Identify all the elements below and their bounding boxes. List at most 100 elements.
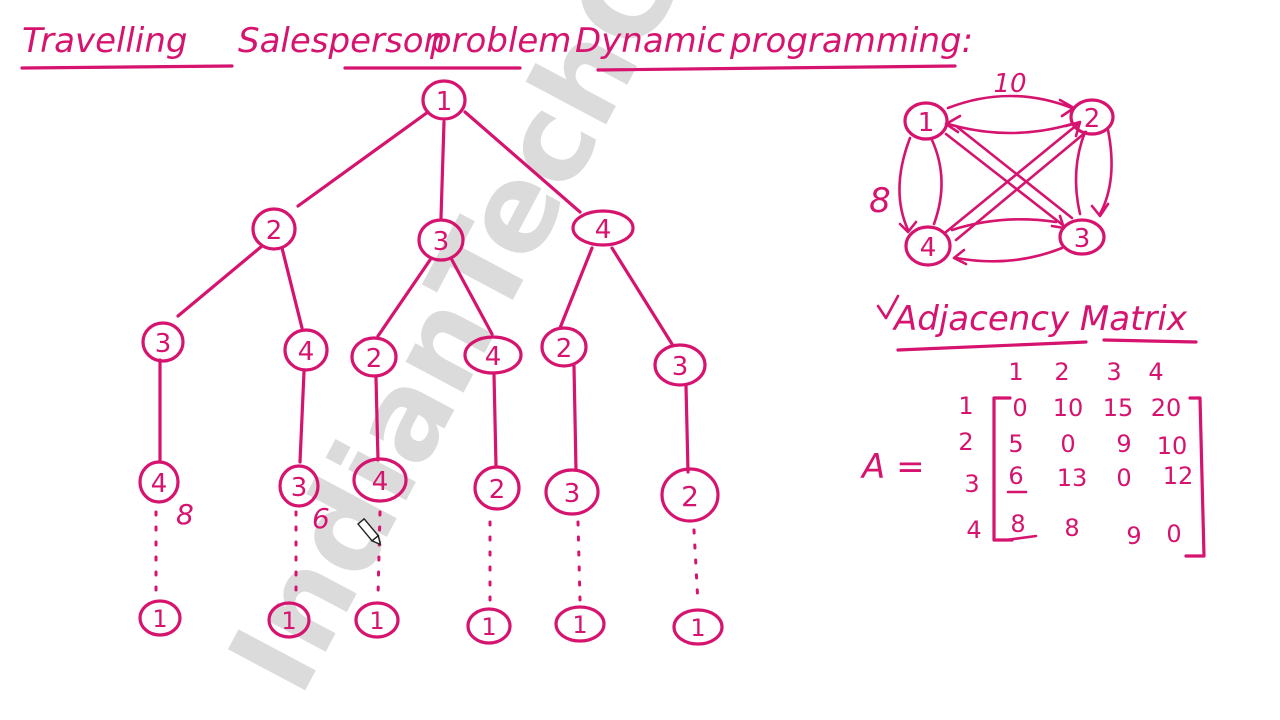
tree-edge bbox=[450, 258, 494, 336]
tree-edge bbox=[572, 364, 578, 472]
tree-node bbox=[544, 468, 600, 516]
title-word-problem: problem bbox=[429, 21, 571, 61]
tree-node bbox=[571, 209, 635, 247]
tree-node bbox=[141, 321, 185, 363]
matrix-heading-underline bbox=[896, 340, 1088, 352]
tree-edge bbox=[176, 244, 264, 318]
graph-edge bbox=[1074, 130, 1087, 216]
matrix-cell: 15 bbox=[1103, 394, 1134, 422]
tree-edge-dotted bbox=[576, 520, 582, 602]
tree-node-label: 1 bbox=[369, 607, 384, 635]
graph-edge bbox=[950, 218, 1058, 232]
tree-edge bbox=[558, 246, 594, 330]
tree-edge bbox=[684, 384, 690, 474]
tree-edge bbox=[492, 372, 498, 468]
matrix-cell: 13 bbox=[1057, 464, 1088, 492]
graph-edge bbox=[944, 132, 1066, 228]
tree-node bbox=[540, 326, 588, 368]
tree-node-label: 1 bbox=[436, 87, 453, 117]
matrix-row-header: 4 bbox=[966, 516, 981, 544]
arrowhead-icon bbox=[1064, 120, 1082, 138]
tree-leaf-node bbox=[672, 608, 724, 646]
tree-edge bbox=[374, 376, 380, 462]
matrix-cell: 10 bbox=[1053, 394, 1084, 422]
matrix-row-header: 1 bbox=[958, 392, 973, 420]
tree-edge bbox=[610, 246, 674, 346]
graph-edge bbox=[954, 124, 1074, 220]
tree-node bbox=[463, 335, 523, 375]
tree-node bbox=[653, 343, 707, 387]
tree-edge-dotted bbox=[376, 510, 382, 598]
checkmark-icon bbox=[876, 294, 900, 320]
matrix-row-header: 3 bbox=[964, 470, 979, 498]
graph-edge bbox=[954, 130, 1088, 242]
graph-edge bbox=[930, 138, 943, 226]
graph-edge-weight: 10 bbox=[993, 69, 1026, 99]
tree-node bbox=[660, 467, 720, 523]
tree-node-label: 3 bbox=[155, 329, 172, 359]
tree-edge bbox=[280, 246, 304, 330]
tree-node-label: 3 bbox=[564, 479, 581, 509]
matrix-cell: 12 bbox=[1163, 462, 1194, 490]
matrix-label: A = bbox=[860, 447, 925, 487]
tree-node bbox=[350, 336, 398, 378]
tree-node-label: 1 bbox=[690, 614, 705, 642]
graph-edge bbox=[946, 122, 1074, 135]
title: Travelling Salesperson problem Dynamic p… bbox=[20, 21, 973, 72]
tree-edge bbox=[463, 110, 582, 214]
tree-edge bbox=[376, 258, 432, 338]
matrix-cell: 5 bbox=[1008, 430, 1023, 458]
path-cost-annotation: 8 bbox=[176, 498, 194, 531]
matrix-cell: 20 bbox=[1151, 394, 1182, 422]
title-underline-3 bbox=[596, 64, 957, 72]
matrix-col-header: 2 bbox=[1054, 358, 1069, 386]
tree-leaf-node bbox=[554, 605, 606, 643]
graph-node bbox=[1058, 218, 1106, 256]
tree-edge bbox=[296, 110, 430, 208]
tree-leaf-node bbox=[267, 601, 311, 639]
matrix-col-header: 4 bbox=[1148, 358, 1163, 386]
tree-node-root bbox=[421, 79, 467, 121]
graph-node bbox=[1069, 98, 1115, 136]
matrix-cell: 0 bbox=[1116, 464, 1131, 492]
tree-node-label: 4 bbox=[595, 215, 612, 245]
tree-node-label: 2 bbox=[681, 480, 699, 513]
tree-node bbox=[138, 460, 180, 504]
tree-nodes: 1 2 3 4 3 4 2 4 2 3 4 3 4 2 3 2 bbox=[138, 79, 724, 646]
tree-leaf-node bbox=[138, 599, 182, 637]
graph-node bbox=[903, 101, 949, 141]
title-word-salesperson: Salesperson bbox=[238, 21, 445, 61]
pencil-cursor-icon bbox=[357, 517, 382, 546]
adjacency-matrix: Adjacency Matrix A = 1 2 3 4 1 2 3 4 0 1… bbox=[860, 294, 1206, 558]
tree-node-label: 3 bbox=[672, 352, 689, 382]
arrowhead-icon bbox=[898, 220, 918, 234]
matrix-cell: 9 bbox=[1126, 522, 1141, 550]
graph-edge bbox=[954, 246, 1064, 263]
graph-node-label: 4 bbox=[920, 233, 937, 263]
matrix-col-header: 1 bbox=[1008, 358, 1023, 386]
matrix-cell: 0 bbox=[1166, 520, 1181, 548]
graph: 1 2 3 4 10 8 bbox=[869, 69, 1115, 267]
tree-node bbox=[417, 218, 465, 262]
matrix-right-bracket bbox=[1184, 396, 1206, 558]
graph-edge bbox=[898, 136, 912, 232]
tree-edges bbox=[154, 110, 700, 606]
graph-edge bbox=[944, 122, 1080, 234]
title-underline-1 bbox=[20, 64, 234, 70]
graph-edge bbox=[946, 94, 1074, 110]
graph-edge-weight: 8 bbox=[869, 181, 891, 221]
cell-underline bbox=[1004, 534, 1038, 542]
graph-node bbox=[904, 225, 952, 267]
tree-leaf-node bbox=[466, 607, 512, 645]
tree-node bbox=[473, 465, 521, 511]
title-word-travelling: Travelling bbox=[22, 21, 187, 61]
tree-edge bbox=[439, 120, 446, 220]
graph-node-label: 2 bbox=[1084, 104, 1101, 134]
matrix-col-header: 3 bbox=[1106, 358, 1121, 386]
tree-node-label: 2 bbox=[366, 344, 383, 374]
tree-node-label: 2 bbox=[266, 216, 283, 246]
path-cost-annotation: 6 bbox=[312, 502, 330, 535]
matrix-heading-underline bbox=[1102, 338, 1198, 344]
tree-node bbox=[352, 457, 408, 503]
